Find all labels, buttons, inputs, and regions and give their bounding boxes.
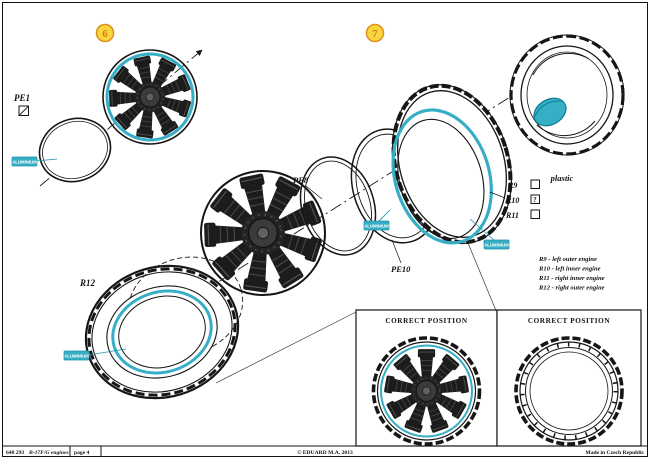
legend-line-3: R11 - right inner engine xyxy=(538,275,605,282)
footer-page-number: page 4 xyxy=(74,450,90,456)
cowling-r12 xyxy=(84,256,244,400)
legend-line-2: R10 - left inner engine xyxy=(538,266,601,273)
color-callout-2: ALUMINIUM xyxy=(363,209,391,231)
r11-symbol-box xyxy=(530,209,540,219)
panel-right-title: CORRECT POSITION xyxy=(528,317,611,325)
footer-product-name: B-17F/G engines xyxy=(28,450,69,456)
engine-front-left xyxy=(94,41,205,152)
optional-question-mark: ? xyxy=(533,196,537,204)
color-callout-3: ALUMINIUM xyxy=(469,218,510,250)
color-callout-4-text: ALUMINIUM xyxy=(64,353,89,358)
pe10-leader xyxy=(391,239,402,264)
cowl-front-ring xyxy=(391,83,513,245)
step-7-badge: 7 xyxy=(365,23,385,43)
pe8-label: PE8 xyxy=(293,175,309,185)
cowl-intake-part xyxy=(533,97,567,127)
footer-bar: 648 293 B-17F/G engines page 4 © EDUARD … xyxy=(2,445,648,457)
engine-legend: R9 - left outer engine R10 - left inner … xyxy=(538,256,605,292)
r11-label: R11 xyxy=(505,211,519,220)
magnifier-leader-right xyxy=(467,242,498,314)
panel-correct-position-right: CORRECT POSITION xyxy=(496,309,642,447)
color-callout-3-text: ALUMINIUM xyxy=(484,242,509,247)
engine-front-main xyxy=(189,159,336,306)
engine-front-view-correct xyxy=(371,336,482,446)
magnifier-leader-left xyxy=(215,311,357,384)
r9-label: R9 xyxy=(507,181,517,190)
pe8-leader xyxy=(305,185,323,200)
color-callout-1-text: ALUMINIUM xyxy=(12,159,37,164)
panel-correct-position-left: CORRECT POSITION xyxy=(355,309,498,447)
r-labels-leader xyxy=(489,191,506,199)
plastic-cowling xyxy=(509,34,625,156)
plastic-label: plastic xyxy=(550,173,574,183)
color-callout-2-text: ALUMINIUM xyxy=(364,223,389,228)
optional-box xyxy=(530,194,540,204)
footer-catalog-number: 648 293 xyxy=(6,450,24,456)
r12-label: R12 xyxy=(79,278,96,288)
legend-line-1: R9 - left outer engine xyxy=(538,256,597,263)
step-6-badge: 6 xyxy=(95,23,115,43)
footer-copyright: © EDUARD M.A. 2013 xyxy=(297,449,353,456)
cowl-ring-view-correct xyxy=(514,336,624,446)
r10-label: R10 xyxy=(505,196,519,205)
color-callout-1: ALUMINIUM xyxy=(11,156,58,167)
panel-left-title: CORRECT POSITION xyxy=(385,317,468,325)
ring-pe8 xyxy=(299,156,377,256)
color-callout-4: ALUMINIUM xyxy=(63,348,127,361)
bend-symbol-box xyxy=(18,105,29,116)
pe1-label: PE1 xyxy=(14,93,30,103)
legend-line-4: R12 - right outer engine xyxy=(538,285,605,292)
firewall-disc xyxy=(38,117,112,183)
footer-made-in: Made in Czech Republic xyxy=(585,450,644,456)
step-7-number: 7 xyxy=(372,28,378,40)
r9-symbol-box xyxy=(530,179,540,189)
pe10-label: PE10 xyxy=(391,264,411,274)
step-6-number: 6 xyxy=(102,28,108,40)
